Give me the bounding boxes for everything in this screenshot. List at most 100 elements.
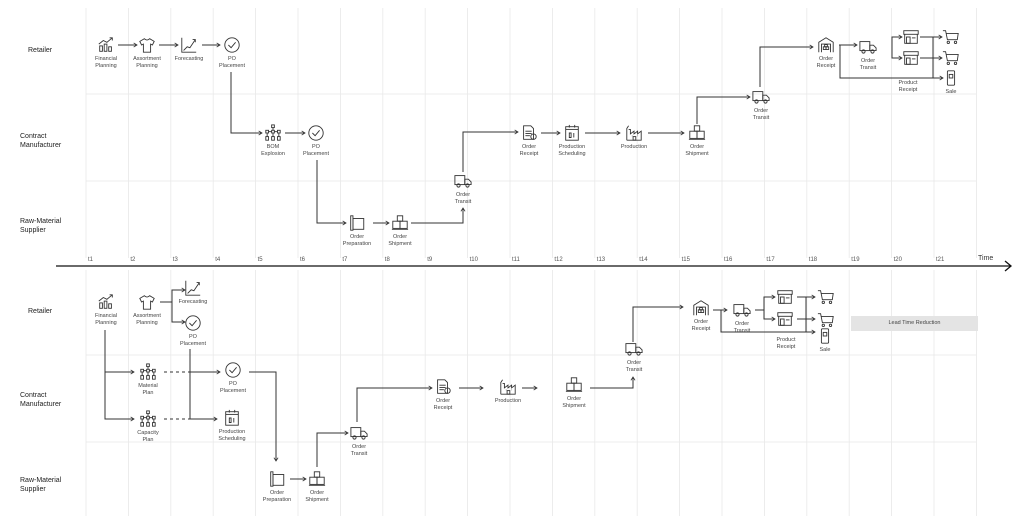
document-icon <box>434 378 452 396</box>
time-tick: t2 <box>130 257 136 263</box>
factory-icon <box>499 378 517 396</box>
node-po-placement: PO Placement <box>207 36 257 69</box>
hierarchy-icon <box>264 124 282 142</box>
forecast-chart-icon <box>184 279 202 297</box>
node-label: Order Shipment <box>562 396 586 409</box>
hierarchy-icon <box>139 363 157 381</box>
store-icon <box>776 288 794 306</box>
node-label: Order Preparation <box>262 490 292 503</box>
node-label: Production <box>620 144 648 150</box>
time-tick: t16 <box>724 257 733 263</box>
check-circle-icon <box>307 124 325 142</box>
forecast-chart-icon <box>180 36 198 54</box>
node-label: PO Placement <box>180 334 206 347</box>
roll-icon <box>348 214 366 232</box>
node-order-shipment: Order Shipment <box>672 124 722 157</box>
factory-icon <box>625 124 643 142</box>
shirt-icon <box>138 293 156 311</box>
time-tick: t1 <box>88 257 94 263</box>
node-financial-planning: Financial Planning <box>81 36 131 69</box>
truck-icon <box>350 424 368 442</box>
product-receipt-label: Product Receipt <box>776 337 796 350</box>
node-order-preparation: Order Preparation <box>332 214 382 247</box>
lane-raw-material-supplier: Raw-Material Supplier <box>20 218 62 234</box>
calendar-icon <box>223 409 241 427</box>
node-order-receipt: Order Receipt <box>801 36 851 69</box>
node-production: Production <box>483 378 533 405</box>
node-label: Capacity Plan <box>137 430 159 443</box>
node-label: PO Placement <box>220 381 246 394</box>
node-label: Assortment Planning <box>133 313 161 326</box>
node-material-plan: Material Plan <box>123 363 173 396</box>
boxes-icon <box>391 214 409 232</box>
node-cart <box>926 49 976 67</box>
product-receipt-label: Product Receipt <box>898 80 918 93</box>
node-label: Order Transit <box>859 58 877 71</box>
financial-chart-icon <box>97 36 115 54</box>
node-label: Order Receipt <box>519 144 539 157</box>
node-label: Order Shipment <box>388 234 412 247</box>
time-tick: t5 <box>257 257 263 263</box>
cart-icon <box>942 28 960 46</box>
time-tick: t4 <box>215 257 221 263</box>
node-label: Sale <box>819 347 831 353</box>
time-tick: t19 <box>851 257 860 263</box>
time-tick: t17 <box>766 257 775 263</box>
time-tick: t9 <box>427 257 433 263</box>
node-sale: Sale <box>800 327 850 354</box>
node-capacity-plan: Capacity Plan <box>123 410 173 443</box>
time-axis-label: Time <box>978 255 994 262</box>
lane-contract-manufacturer: Contract Manufacturer <box>20 392 62 408</box>
phone-icon <box>816 327 834 345</box>
time-tick: t13 <box>596 257 606 263</box>
time-tick: t18 <box>808 257 818 263</box>
node-label: Production <box>494 398 522 404</box>
node-order-receipt: Order Receipt <box>418 378 468 411</box>
node-order-transit: Order Transit <box>334 424 384 457</box>
node-order-transit: Order Transit <box>843 38 893 71</box>
shirt-icon <box>138 36 156 54</box>
truck-icon <box>625 340 643 358</box>
node-label: Order Receipt <box>816 56 836 69</box>
node-label: Forecasting <box>174 56 204 62</box>
node-order-shipment: Order Shipment <box>375 214 425 247</box>
node-label: Order Receipt <box>433 398 453 411</box>
node-assortment-planning: Assortment Planning <box>122 36 172 69</box>
boxes-icon <box>688 124 706 142</box>
store-icon <box>776 310 794 328</box>
time-axis-arrow-icon <box>1004 260 1013 272</box>
node-label: Sale <box>945 89 957 95</box>
boxes-icon <box>565 376 583 394</box>
node-label: Material Plan <box>138 383 158 396</box>
document-icon <box>520 124 538 142</box>
node-label: Order Shipment <box>305 490 329 503</box>
node-label: Order Transit <box>454 192 472 205</box>
node-label: Forecasting <box>178 299 208 305</box>
time-tick: t6 <box>300 257 306 263</box>
store-icon <box>902 28 920 46</box>
node-production-scheduling: Production Scheduling <box>547 124 597 157</box>
lane-raw-material-supplier: Raw-Material Supplier <box>20 477 62 493</box>
cart-icon <box>942 49 960 67</box>
node-label: Order Transit <box>350 444 368 457</box>
roll-icon <box>268 470 286 488</box>
node-po-placement: PO Placement <box>208 361 258 394</box>
node-label: Assortment Planning <box>133 56 161 69</box>
node-bom-explosion: BOM Explosion <box>248 124 298 157</box>
node-forecasting: Forecasting <box>168 279 218 306</box>
node-order-shipment: Order Shipment <box>292 470 342 503</box>
lane-contract-manufacturer: Contract Manufacturer <box>20 133 62 149</box>
node-financial-planning: Financial Planning <box>81 293 131 326</box>
time-tick: t21 <box>936 257 945 263</box>
node-label: Financial Planning <box>94 313 117 326</box>
node-order-transit: Order Transit <box>609 340 659 373</box>
warehouse-icon <box>817 36 835 54</box>
check-circle-icon <box>184 314 202 332</box>
node-label: Order Receipt <box>691 319 711 332</box>
time-tick: t10 <box>469 257 478 263</box>
node-label: BOM Explosion <box>261 144 285 157</box>
node-label: Order Transit <box>625 360 643 373</box>
truck-icon <box>733 301 751 319</box>
node-order-receipt: Order Receipt <box>504 124 554 157</box>
